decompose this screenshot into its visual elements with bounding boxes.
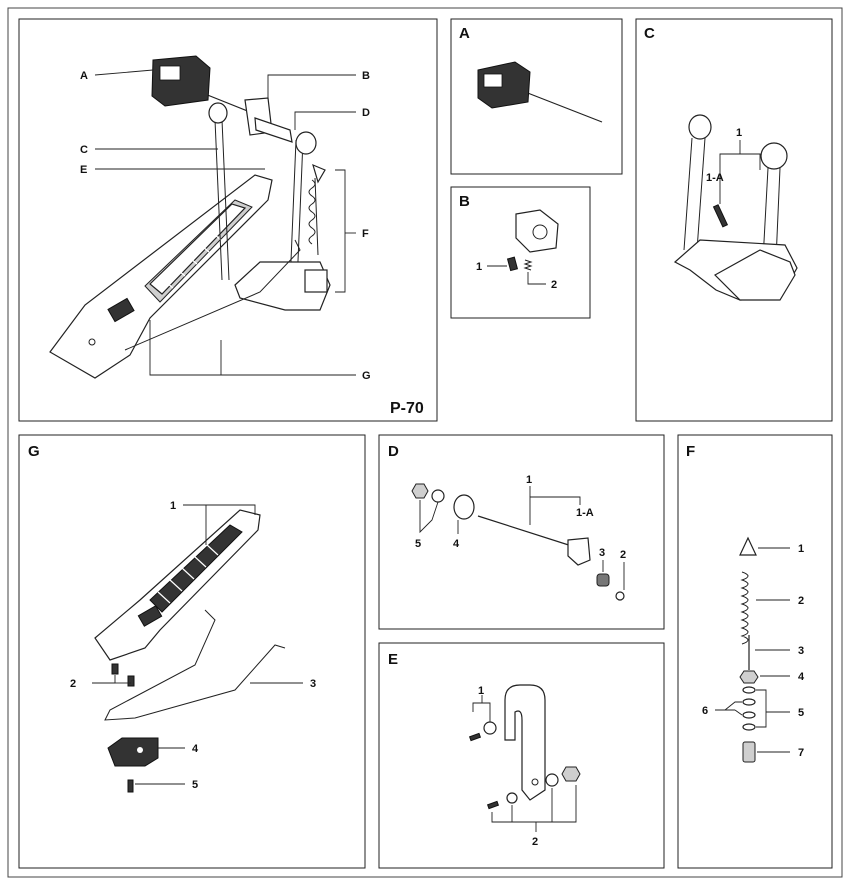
- panel-e-title: E: [388, 651, 398, 668]
- panel-c-title: C: [644, 25, 655, 42]
- panel-f-label-6: 6: [702, 705, 708, 717]
- panel-f-label-7: 7: [798, 747, 804, 759]
- model-label: P-70: [390, 400, 424, 417]
- panel-g-label-1: 1: [170, 500, 176, 512]
- callout-c: C: [80, 144, 88, 156]
- panel-b-label-1: 1: [476, 261, 482, 273]
- panel-f-label-2: 2: [798, 595, 804, 607]
- frame-illustration: [208, 102, 331, 311]
- panel-e-label-1: 1: [478, 685, 484, 697]
- panel-c: C 1 1-A: [635, 18, 833, 422]
- panel-d-title: D: [388, 443, 399, 460]
- panel-b-label-2: 2: [551, 279, 557, 291]
- callout-a: A: [80, 70, 88, 82]
- panel-f-label-1: 1: [798, 543, 804, 555]
- panel-f-label-3: 3: [798, 645, 804, 657]
- main-callouts: A B C D E F G: [80, 69, 371, 382]
- panel-g: G 1 3 2 4 5: [18, 434, 366, 869]
- panel-g-label-2: 2: [70, 678, 76, 690]
- panel-c-label-1a: 1-A: [706, 172, 724, 184]
- panel-d-label-5: 5: [415, 538, 421, 550]
- panel-d-label-2: 2: [620, 549, 626, 561]
- panel-f-label-4: 4: [798, 671, 805, 683]
- panel-a-title: A: [459, 25, 470, 42]
- callout-f: F: [362, 228, 369, 240]
- connecting-rod-illustration: [124, 239, 301, 351]
- panel-e: E 1 2: [378, 642, 665, 869]
- panel-d-label-4: 4: [453, 538, 460, 550]
- panel-d-label-1a: 1-A: [576, 507, 594, 519]
- footboard-illustration: [49, 174, 273, 379]
- panel-c-label-1: 1: [736, 127, 742, 139]
- panel-a: A: [450, 18, 623, 175]
- panel-g-label-4: 4: [192, 743, 199, 755]
- sheet-border: [7, 7, 843, 878]
- panel-f-title: F: [686, 443, 695, 460]
- panel-d-label-1: 1: [526, 474, 532, 486]
- callout-e: E: [80, 164, 87, 176]
- panel-g-title: G: [28, 443, 40, 460]
- panel-b-title: B: [459, 193, 470, 210]
- panel-b: B 1 2: [450, 186, 591, 319]
- panel-f: F 1 2 3 4 6 5 7: [677, 434, 833, 869]
- panel-d-label-3: 3: [599, 547, 605, 559]
- panel-e-label-2: 2: [532, 836, 538, 848]
- main-assembly-panel: P-70: [18, 18, 438, 422]
- panel-g-label-3: 3: [310, 678, 316, 690]
- beater-illustration: [151, 55, 293, 143]
- callout-b: B: [362, 70, 370, 82]
- panel-f-label-5: 5: [798, 707, 804, 719]
- panel-g-label-5: 5: [192, 779, 198, 791]
- callout-d: D: [362, 107, 370, 119]
- panel-d: D 5 4 1 1-A 3 2: [378, 434, 665, 630]
- callout-g: G: [362, 370, 371, 382]
